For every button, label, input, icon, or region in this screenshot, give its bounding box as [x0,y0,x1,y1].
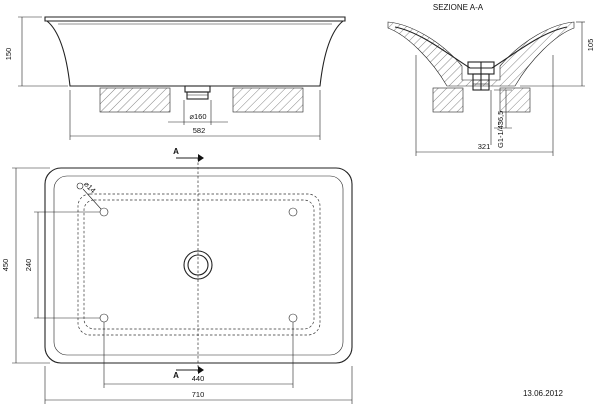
basin-outer-rim [44,167,353,364]
front-view: 150 ⌀160 582 [4,16,346,140]
front-drain-fitting [184,85,211,100]
plan-height-label: 450 [1,259,10,272]
section-thread-callout: G1-1/4" [490,90,505,148]
front-width-dimension: 582 [69,90,321,140]
basin-bowl-inner-outline [83,199,315,330]
section-drain-height-dimension: 36,5 [494,89,512,129]
mounting-hole [99,313,109,323]
section-drain-fitting [467,61,495,91]
hole-label: ⌀14 [82,180,97,195]
front-drain-label: ⌀160 [189,112,206,121]
plan-inner-width-label: 440 [192,374,205,383]
section-height-dimension: 105 [520,21,595,87]
front-right-wall-hatch [232,87,304,113]
mounting-holes [99,207,298,323]
front-width-label: 582 [193,126,206,135]
section-thread-label: G1-1/4" [496,122,505,148]
plan-height-dimension: 450 [1,167,50,364]
plan-width-label: 710 [192,390,205,399]
front-height-label: 150 [4,48,13,61]
mounting-hole [288,313,298,323]
front-left-wall-hatch [99,87,171,113]
drawing-date: 13.06.2012 [523,389,564,398]
section-marker-bottom: A [173,371,179,380]
section-drain-height-label: 36,5 [496,111,505,126]
plan-inner-height-dimension: 240 [24,211,100,319]
section-height-label: 105 [586,39,595,52]
mounting-hole [288,207,298,217]
mounting-hole [99,207,109,217]
front-drain-dimension: ⌀160 [168,100,228,125]
section-view: SEZIONE A-A 105 36,5 G1-1/4 [387,3,595,156]
plan-view: ⌀14 A A 450 240 [1,147,353,404]
plan-inner-height-label: 240 [24,259,33,272]
front-height-dimension: 150 [4,16,68,87]
plan-width-dimension: 710 [44,366,353,404]
plan-inner-width-dimension: 440 [103,322,294,388]
basin-inner-rim [53,175,344,356]
section-title: SEZIONE A-A [433,3,484,12]
section-marker-top: A [173,147,179,156]
section-line: A A [173,147,204,380]
drain-hole [183,250,213,280]
basin-bowl-outline [77,193,321,336]
section-left-wall-hatch [432,87,464,113]
section-width-dimension: 321 [415,55,554,156]
section-width-label: 321 [478,142,491,151]
section-right-wall-hatch [499,87,531,113]
